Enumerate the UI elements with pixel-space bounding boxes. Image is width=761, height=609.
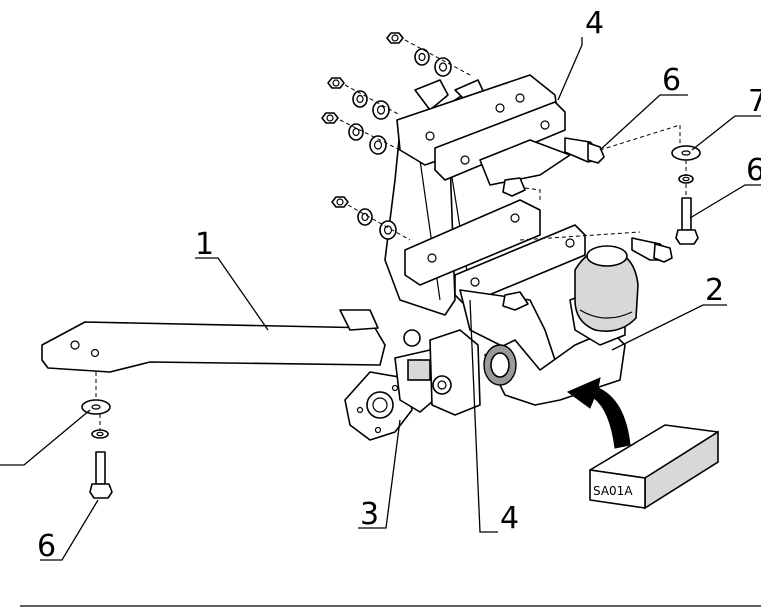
- socket-bracket: [344, 349, 441, 441]
- upper-mounting-plate: [396, 74, 571, 186]
- side-member-arm: [41, 309, 386, 373]
- direction-arrow: [567, 377, 631, 449]
- bolts-upper: [502, 124, 681, 200]
- hardware-bottom-left: [81, 372, 113, 499]
- callout-6-bottom: 6: [37, 529, 56, 564]
- callout-7: 7: [748, 84, 761, 119]
- kit-box: SA01A: [589, 424, 719, 510]
- hardware-top-left: [321, 32, 471, 241]
- callout-2: 2: [705, 273, 724, 308]
- towball-cover: [574, 245, 639, 332]
- bolts-lower: [502, 231, 673, 311]
- leader-lines: [0, 37, 761, 561]
- callout-3: 3: [360, 497, 379, 532]
- callout-4-bottom: 4: [500, 501, 519, 536]
- lower-mounting-plate: [404, 199, 586, 376]
- callout-1: 1: [195, 227, 214, 262]
- callout-6-top: 6: [662, 63, 681, 98]
- kit-box-label: SA01A: [593, 484, 633, 498]
- callout-4-top: 4: [585, 6, 604, 41]
- hardware-right: [671, 145, 701, 245]
- callout-6-right: 6: [746, 153, 761, 188]
- central-clamp-block: [403, 329, 481, 416]
